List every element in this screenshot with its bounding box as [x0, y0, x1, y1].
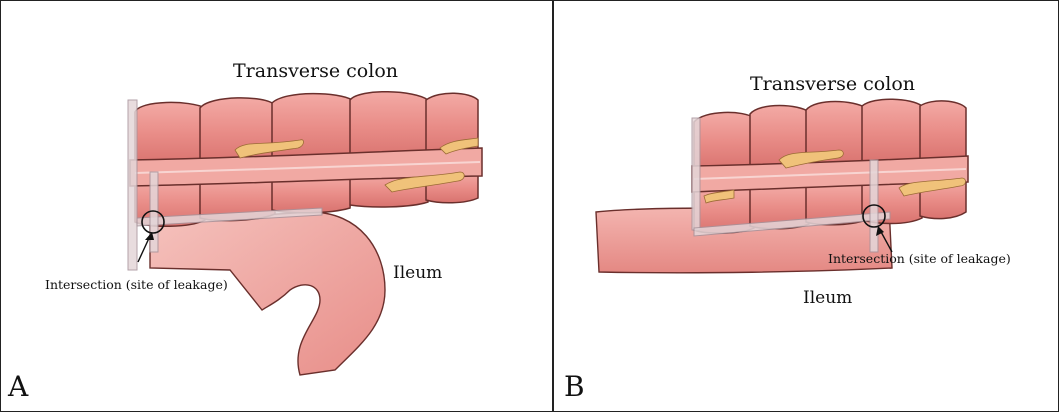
- ileum-loop: [150, 212, 385, 375]
- panel-a: Transverse colon Ileum Intersection (sit…: [0, 0, 552, 412]
- intersection-label: Intersection (site of leakage): [828, 251, 1011, 266]
- panel-b: Transverse colon Ileum Intersection (sit…: [554, 0, 1059, 412]
- anastomosis-diagram-b: [554, 0, 1059, 412]
- panel-letter: A: [8, 370, 28, 403]
- ileum-label: Ileum: [393, 263, 442, 283]
- colon-label: Transverse colon: [233, 60, 398, 82]
- panel-letter: B: [564, 370, 585, 403]
- staple-line-vertical: [128, 100, 137, 270]
- staple-line-vertical: [692, 118, 700, 230]
- ileum-label: Ileum: [803, 288, 852, 308]
- colon-label: Transverse colon: [750, 73, 915, 95]
- intersection-label: Intersection (site of leakage): [45, 277, 228, 292]
